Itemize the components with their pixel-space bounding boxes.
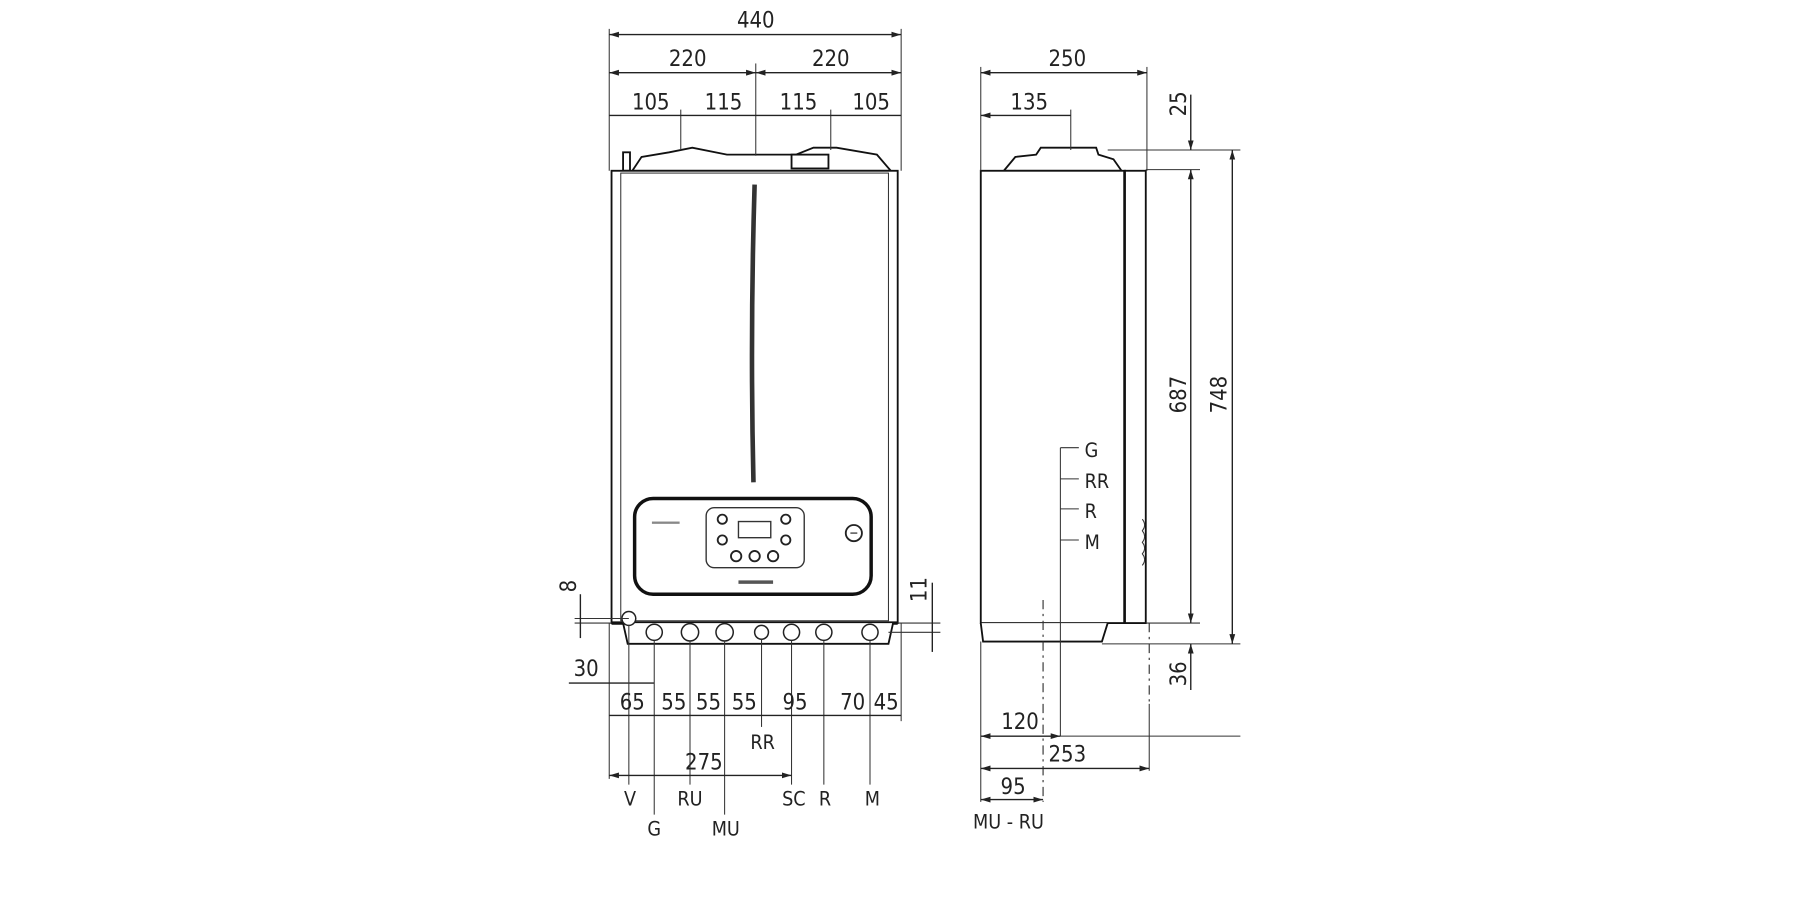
side-view: 250 135 25 687 748 36 G RR R M 120 253 9… [973,47,1241,833]
dim-105-left: 105 [632,91,670,116]
side-top-cap [1001,146,1124,172]
dim-115-right: 115 [780,91,818,116]
side-label-r: R [1085,500,1097,523]
dim-105-right: 105 [852,91,890,116]
label-v: V [624,787,636,810]
dim-45: 45 [874,691,899,716]
brand-logo [738,580,774,584]
label-mu: MU [712,817,740,840]
dim-220-right: 220 [812,47,850,72]
side-label-rr: RR [1085,470,1110,493]
side-label-g: G [1085,439,1099,462]
dim-220-left: 220 [669,47,707,72]
dim-55-a: 55 [661,691,686,716]
dim-275: 275 [685,751,723,776]
dim-115-left: 115 [705,91,743,116]
dim-30: 30 [574,657,599,682]
dim-250: 250 [1049,47,1087,72]
dim-95-side: 95 [1001,775,1026,800]
dim-70: 70 [840,691,865,716]
front-top-cap [622,146,893,172]
label-sc: SC [782,787,806,810]
dim-36: 36 [1167,661,1192,686]
front-seam [749,184,757,483]
front-view: 440 220 220 105 115 115 105 8 11 30 [557,9,941,840]
display-screen [737,520,772,539]
side-casing [979,169,1126,624]
dim-8: 8 [557,580,582,593]
wall-bracket [1124,169,1147,624]
dim-135: 135 [1010,91,1048,116]
label-mu-ru: MU - RU [973,810,1044,833]
label-g: G [647,817,661,840]
dim-748: 748 [1208,376,1233,414]
connection-leaders [628,625,871,815]
label-r: R [819,787,831,810]
side-bottom-tray [979,622,1109,643]
dim-25: 25 [1167,91,1192,116]
model-label [651,521,680,524]
control-panel [632,496,873,596]
dim-687: 687 [1167,376,1192,414]
label-m: M [865,787,880,810]
dim-95: 95 [782,691,807,716]
dim-120: 120 [1001,710,1039,735]
dim-55-c: 55 [732,691,757,716]
dim-11: 11 [908,577,933,602]
label-ru: RU [677,787,702,810]
dim-65: 65 [620,691,645,716]
label-rr: RR [750,731,775,754]
dim-55-b: 55 [696,691,721,716]
dim-253: 253 [1049,743,1087,768]
panel-buttons [716,513,792,563]
side-fittings [1141,518,1146,566]
side-label-m: M [1085,531,1100,554]
dim-440: 440 [737,9,775,34]
